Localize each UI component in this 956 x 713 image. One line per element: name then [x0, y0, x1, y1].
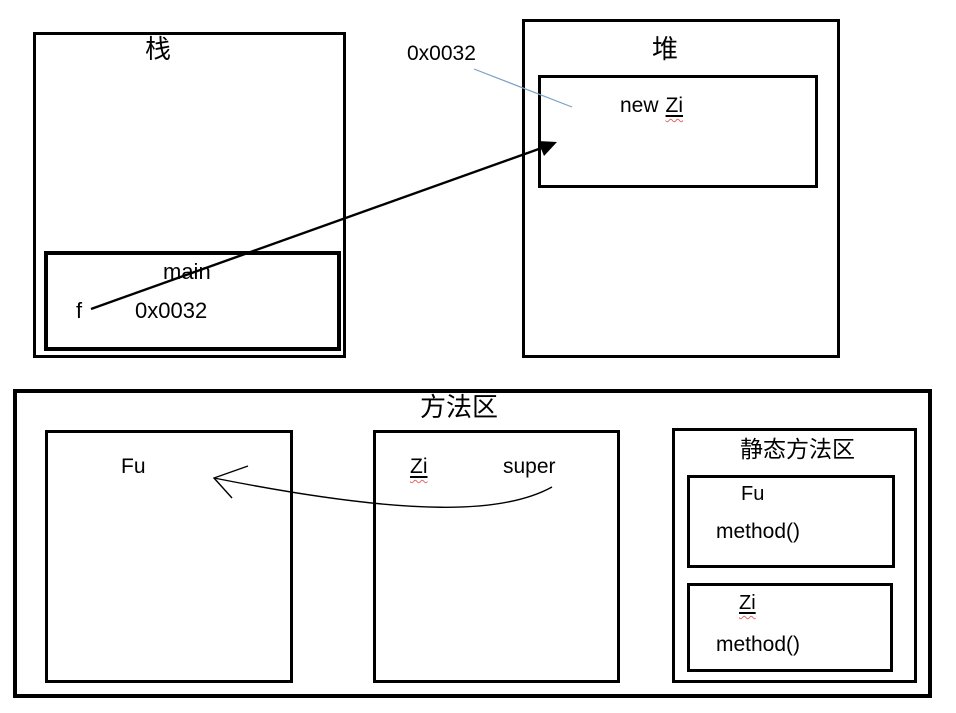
- method-area-title: 方法区: [420, 393, 499, 423]
- heap-box: [522, 19, 840, 358]
- variable-name: f: [76, 298, 83, 323]
- static-zi-class-name: Zi: [739, 592, 756, 614]
- super-reference-label: super: [503, 455, 556, 478]
- zi-class-box: [373, 430, 620, 683]
- fu-class-box: [45, 430, 293, 683]
- main-frame-label: main: [163, 259, 211, 284]
- static-fu-class-name: Fu: [741, 483, 765, 505]
- new-keyword: new: [620, 94, 659, 117]
- static-zi-method-box: [687, 583, 893, 672]
- variable-value: 0x0032: [135, 298, 208, 323]
- static-fu-method-box: [687, 475, 895, 568]
- static-method-area-box: [672, 428, 917, 683]
- method-area-box: [13, 389, 932, 698]
- static-zi-method-label: method(): [716, 633, 801, 656]
- heap-object-label: new Zi: [620, 94, 683, 117]
- zi-class-label: Zi: [410, 455, 428, 478]
- stack-title: 栈: [145, 35, 172, 65]
- heap-title: 堆: [652, 35, 679, 65]
- fu-class-label: Fu: [121, 455, 146, 478]
- heap-object-box: [538, 75, 818, 188]
- static-fu-method-label: method(): [716, 520, 801, 543]
- heap-object-class: Zi: [665, 94, 684, 117]
- heap-address-label: 0x0032: [407, 42, 476, 65]
- static-method-area-title: 静态方法区: [740, 437, 855, 463]
